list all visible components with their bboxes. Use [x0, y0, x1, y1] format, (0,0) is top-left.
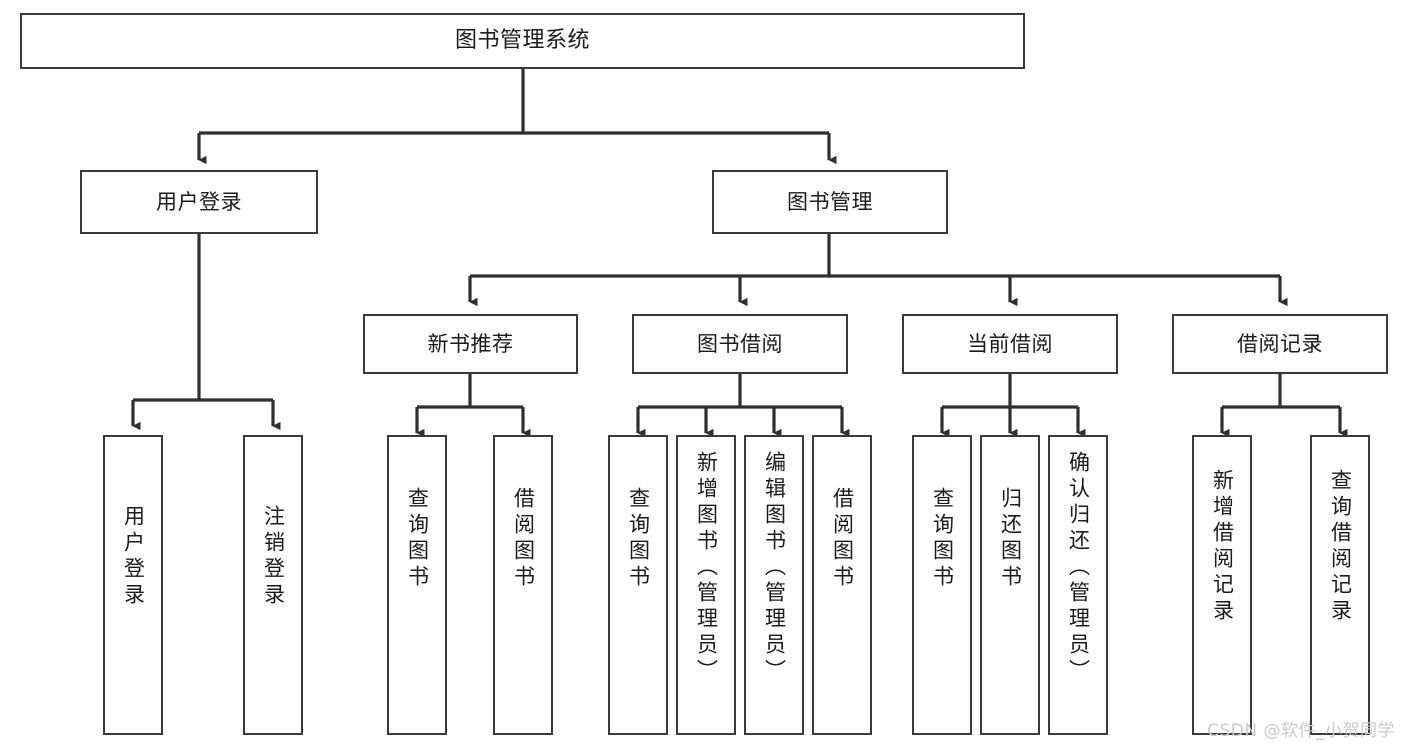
node-label: 图书管理	[787, 189, 873, 214]
node-new-book-recommend[interactable]: 新书推荐	[363, 314, 578, 374]
node-label: 当前借阅	[967, 331, 1053, 356]
node-label: 图书管理系统	[454, 28, 590, 54]
leaf-current-borrow-query-book[interactable]: 查询图书	[912, 435, 972, 735]
csdn-watermark: CSDN @软件_小贺同学	[1207, 721, 1395, 741]
leaf-book-borrow-borrow-book[interactable]: 借阅图书	[812, 435, 872, 735]
node-label: 查询图书	[626, 487, 651, 591]
node-label: 注销登录	[261, 505, 286, 609]
node-label: 归还图书	[998, 487, 1023, 591]
node-label: 新增借阅记录	[1210, 469, 1235, 625]
leaf-book-borrow-query-book[interactable]: 查询图书	[608, 435, 668, 735]
node-label: 查询图书	[405, 487, 430, 591]
node-label: 编辑图书（管理员）	[762, 451, 787, 685]
node-label: 新书推荐	[427, 331, 514, 356]
leaf-borrow-record-add-record[interactable]: 新增借阅记录	[1192, 435, 1252, 735]
node-book-management[interactable]: 图书管理	[712, 170, 948, 234]
leaf-current-borrow-confirm-return[interactable]: 确认归还（管理员）	[1048, 435, 1108, 735]
node-current-borrow[interactable]: 当前借阅	[902, 314, 1118, 374]
node-user-login[interactable]: 用户登录	[80, 170, 318, 234]
leaf-book-borrow-edit-book[interactable]: 编辑图书（管理员）	[744, 435, 804, 735]
node-label: 用户登录	[156, 189, 242, 214]
node-label: 查询借阅记录	[1328, 469, 1353, 625]
node-label: 借阅图书	[830, 487, 855, 591]
node-label: 借阅记录	[1237, 331, 1323, 356]
node-label: 新增图书（管理员）	[694, 451, 719, 685]
node-root-system[interactable]: 图书管理系统	[20, 13, 1025, 69]
leaf-new-book-borrow-book[interactable]: 借阅图书	[493, 435, 553, 735]
node-label: 图书借阅	[697, 331, 783, 356]
node-label: 确认归还（管理员）	[1066, 451, 1091, 685]
leaf-user-login-logout[interactable]: 注销登录	[243, 435, 303, 735]
node-label: 借阅图书	[511, 487, 536, 591]
leaf-current-borrow-return-book[interactable]: 归还图书	[980, 435, 1040, 735]
leaf-new-book-query-book[interactable]: 查询图书	[387, 435, 447, 735]
node-label: 查询图书	[930, 487, 955, 591]
node-borrow-record[interactable]: 借阅记录	[1172, 314, 1388, 374]
node-book-borrow[interactable]: 图书借阅	[632, 314, 848, 374]
node-label: 用户登录	[121, 505, 146, 609]
leaf-book-borrow-add-book[interactable]: 新增图书（管理员）	[676, 435, 736, 735]
leaf-borrow-record-query-record[interactable]: 查询借阅记录	[1310, 435, 1370, 735]
leaf-user-login-login[interactable]: 用户登录	[103, 435, 163, 735]
